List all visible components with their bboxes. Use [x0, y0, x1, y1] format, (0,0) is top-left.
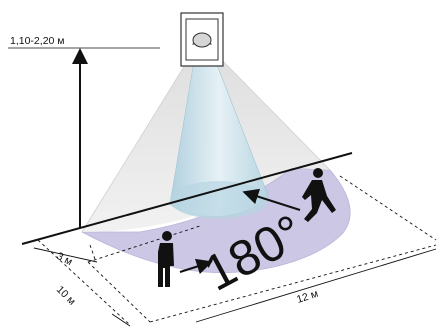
arrow-left-icon: [242, 188, 301, 211]
depth-label: 10 м: [54, 284, 78, 308]
floor-line: [21, 152, 353, 245]
arrow-right-icon: [179, 258, 213, 275]
ceiling-motion-sensor-icon: [180, 12, 224, 67]
near-distance-label: 3 м: [55, 250, 75, 268]
walking-person-right-icon: [302, 168, 336, 222]
dimension-lines: [33, 175, 437, 327]
outer-cone-edge-left: [81, 51, 194, 233]
outer-cone-edge-right: [213, 51, 331, 171]
mount-height-label: 1,10-2,20 м: [10, 35, 65, 47]
walking-person-left-icon: [158, 231, 174, 287]
